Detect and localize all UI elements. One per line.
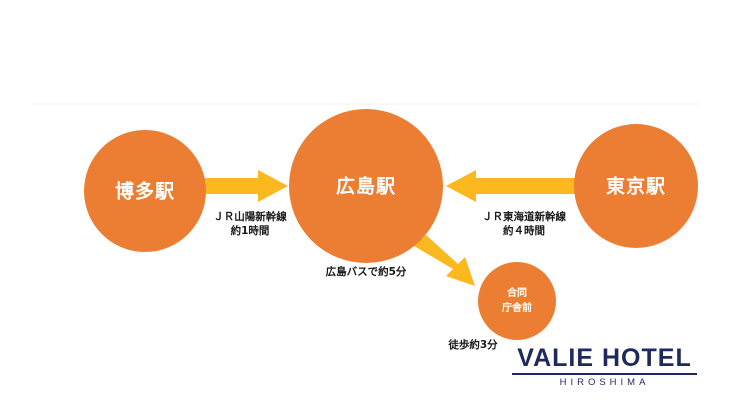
route-line-tokaido: ＪＲ東海道新幹線 [482,211,566,223]
hotel-name: VALIE HOTEL [517,344,692,372]
arrow-hakata-to-hiroshima [204,170,288,202]
route-label-sanyo: ＪＲ山陽新幹線 約1時間 [213,210,287,238]
station-label-godo: 合同庁舎前 [502,288,532,314]
hotel-logo-rule [512,373,697,375]
station-label-tokyo: 東京駅 [605,175,667,198]
route-line-walk: 徒歩約3分 [448,339,498,351]
hotel-city: HIROSHIMA [559,377,650,388]
station-circle-hiroshima [289,109,443,263]
arrow-hiroshima-to-godo [414,235,475,286]
route-label-walk: 徒歩約3分 [448,338,497,352]
route-time-sanyo: 約1時間 [230,225,270,237]
station-label-hiroshima: 広島駅 [335,175,397,198]
station-circle-tokyo [574,124,698,248]
route-time-tokaido: 約４時間 [503,225,545,237]
route-line-bus: 広島バスで約5分 [325,266,407,278]
station-circle-godo [478,262,556,340]
route-line-sanyo: ＪＲ山陽新幹線 [213,211,287,223]
hotel-logo: VALIE HOTEL HIROSHIMA [512,344,697,388]
station-label-hakata: 博多駅 [114,180,176,203]
station-circle-hakata [84,130,206,252]
route-label-tokaido: ＪＲ東海道新幹線 約４時間 [482,210,566,238]
arrow-tokyo-to-hiroshima [446,170,578,202]
route-label-bus: 広島バスで約5分 [326,265,407,279]
